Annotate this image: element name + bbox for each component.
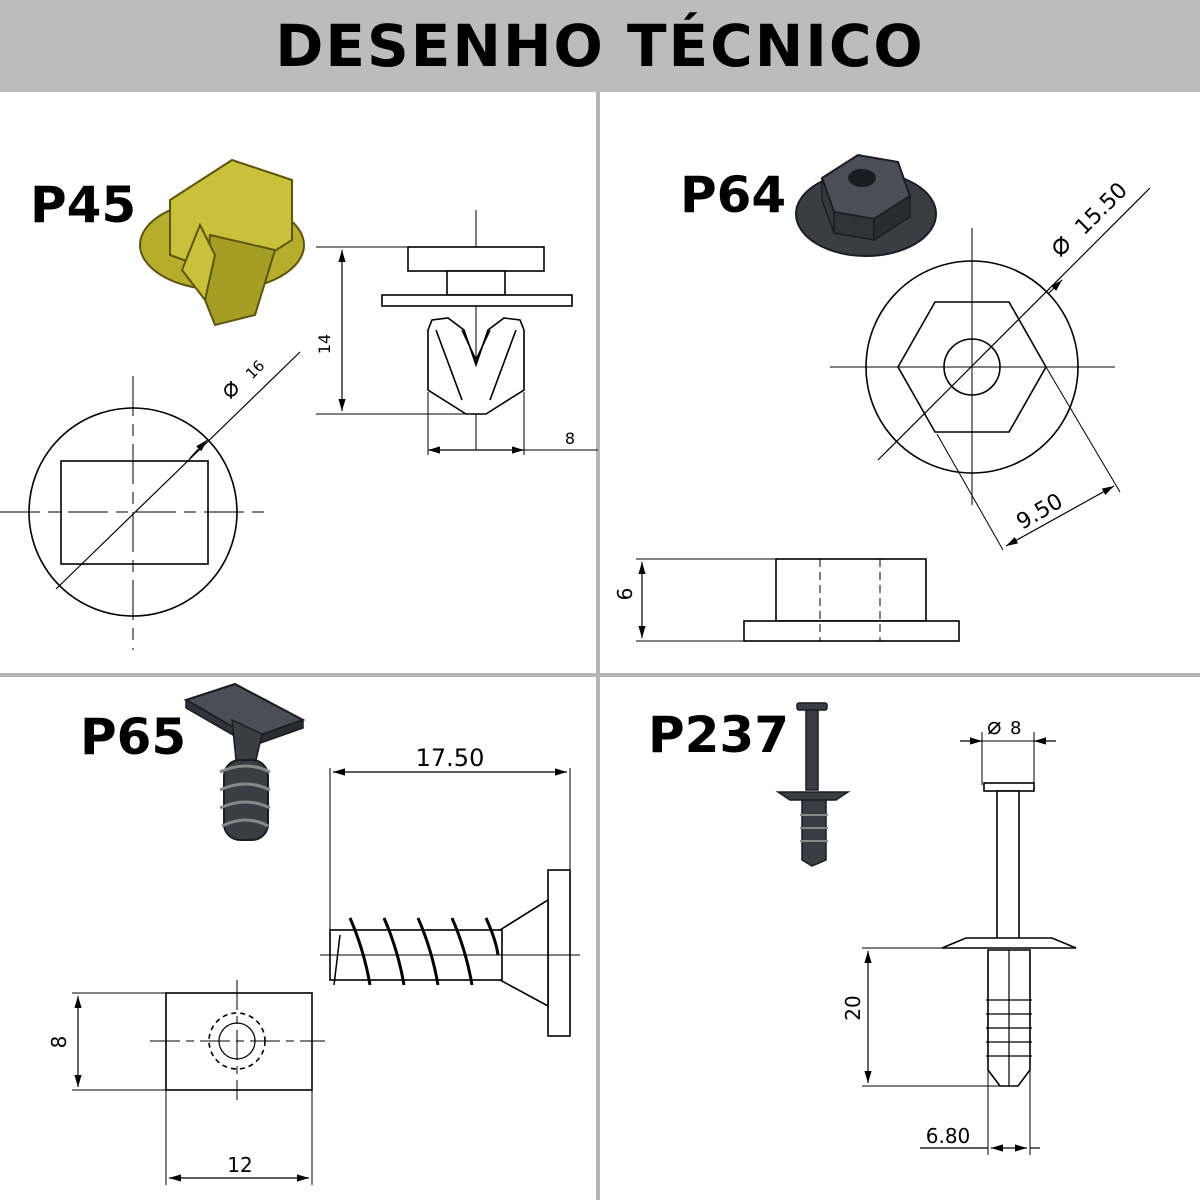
p237-3d-render [775, 702, 851, 867]
p45-height-dim: 14 [315, 334, 334, 354]
p45-side-view [316, 210, 598, 455]
part-label-p237: P237 [648, 706, 790, 764]
p64-top-view [830, 187, 1151, 551]
p64-diameter-dim: 15.50 [1071, 178, 1133, 240]
horizontal-divider [0, 673, 1200, 677]
p237-side-view [862, 732, 1077, 1155]
p65-top-view [72, 980, 325, 1185]
p65-height-dim: 8 [47, 1036, 71, 1049]
p45-width-dim: 8 [565, 429, 575, 448]
p237-diameter-symbol: ⌀ [987, 712, 1001, 740]
p45-top-view [0, 351, 301, 650]
part-label-p64: P64 [680, 166, 787, 224]
p64-diameter-symbol: ⌀ [1041, 226, 1079, 264]
p64-side-view [636, 558, 960, 642]
p65-3d-render [183, 682, 306, 841]
p45-diameter-symbol: ⌀ [214, 373, 246, 405]
p65-length-dim: 17.50 [416, 744, 485, 772]
p237-length-dim: 20 [841, 995, 865, 1020]
p45-diameter-dim: 16 [242, 357, 268, 383]
page-title: DESENHO TÉCNICO [275, 12, 925, 80]
vertical-divider [596, 92, 600, 1200]
p65-width-dim: 12 [227, 1153, 252, 1177]
part-label-p65: P65 [80, 708, 187, 766]
p237-head-diameter-dim: 8 [1010, 718, 1021, 739]
part-label-p45: P45 [30, 176, 137, 234]
header-bar: DESENHO TÉCNICO [0, 0, 1200, 92]
p45-3d-render [139, 158, 305, 327]
p64-across-flats-dim: 9.50 [1013, 489, 1068, 535]
p237-shank-diameter-dim: 6.80 [926, 1124, 971, 1148]
p64-height-dim: 6 [613, 588, 637, 601]
p65-side-view [320, 768, 580, 1037]
p64-3d-render [795, 153, 937, 257]
